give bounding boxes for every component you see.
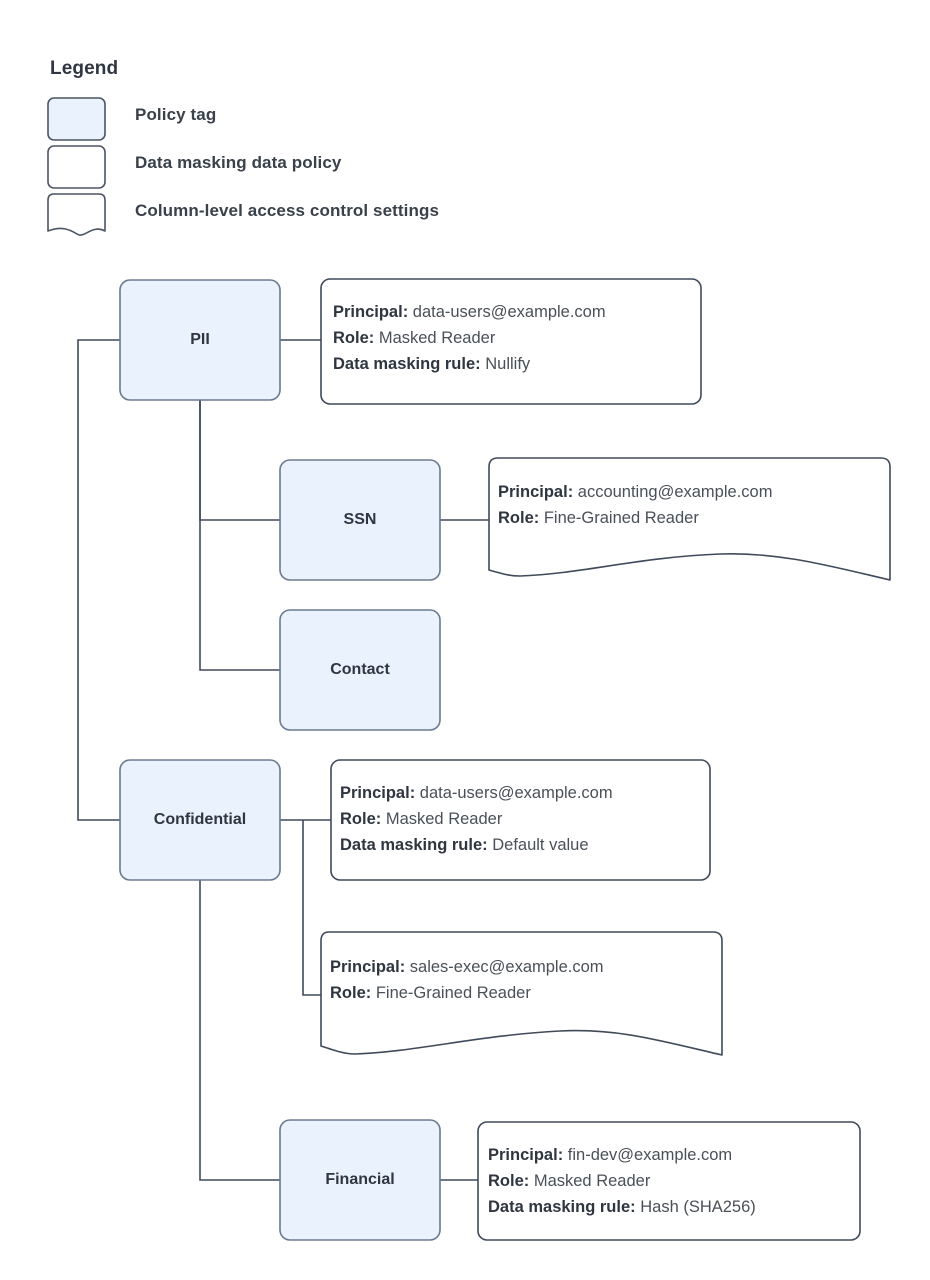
callout-line-value: Nullify — [480, 355, 531, 373]
callout-line: Role: Masked Reader — [488, 1168, 756, 1194]
node-label-ssn: SSN — [343, 511, 377, 528]
connector-trunk-pii-confidential — [77, 339, 120, 821]
callout-line-value: Hash (SHA256) — [635, 1198, 756, 1216]
callout-line-key: Data masking rule: — [488, 1198, 636, 1216]
callout-line-value: data-users@example.com — [415, 784, 613, 802]
callout-line: Principal: data-users@example.com — [333, 299, 606, 325]
callout-line-key: Data masking rule: — [340, 836, 488, 854]
callout-line: Role: Fine-Grained Reader — [498, 505, 772, 531]
legend-swatch-policy-tag — [47, 97, 106, 141]
node-label-pii: PII — [190, 331, 210, 348]
callout-line: Data masking rule: Hash (SHA256) — [488, 1194, 756, 1220]
callout-line-key: Principal: — [498, 483, 574, 501]
node-confidential[interactable] — [119, 759, 281, 881]
legend-swatch-data-masking-data-policy — [47, 145, 106, 189]
callout-line-value: Fine-Grained Reader — [371, 984, 531, 1002]
callout-line-value: accounting@example.com — [573, 483, 773, 501]
callout-line: Data masking rule: Default value — [340, 832, 613, 858]
callout-line-key: Principal: — [488, 1146, 564, 1164]
node-pii[interactable] — [119, 279, 281, 401]
callout-line: Principal: accounting@example.com — [498, 479, 772, 505]
callout-financial[interactable] — [477, 1121, 861, 1241]
callout-confidential[interactable] — [330, 759, 711, 881]
connector-pii-to-contact — [199, 400, 280, 671]
callout-line-value: fin-dev@example.com — [563, 1146, 733, 1164]
callout-line-key: Role: — [333, 329, 375, 347]
node-contact[interactable] — [279, 609, 441, 731]
node-label-confidential: Confidential — [153, 811, 247, 828]
callout-line: Role: Fine-Grained Reader — [330, 980, 604, 1006]
callout-line-value: Default value — [487, 836, 589, 854]
callout-line-value: sales-exec@example.com — [405, 958, 604, 976]
callout-line: Principal: data-users@example.com — [340, 780, 613, 806]
node-label-financial: Financial — [325, 1171, 395, 1188]
legend-label-data-masking-data-policy: Data masking data policy — [135, 153, 342, 172]
callout-line-key: Principal: — [340, 784, 416, 802]
callout-line-key: Role: — [340, 810, 382, 828]
callout-line-key: Role: — [498, 509, 540, 527]
callout-line: Principal: fin-dev@example.com — [488, 1142, 756, 1168]
connector-confidential-to-acl-callout — [302, 820, 321, 996]
node-financial[interactable] — [279, 1119, 441, 1241]
callout-line-value: Masked Reader — [529, 1172, 651, 1190]
connector-confidential-to-financial — [199, 880, 280, 1181]
callout-line-value: data-users@example.com — [408, 303, 606, 321]
callout-confidential-acl[interactable] — [320, 931, 723, 1056]
callout-line: Role: Masked Reader — [340, 806, 613, 832]
callout-ssn[interactable] — [488, 457, 891, 581]
callout-pii[interactable] — [320, 278, 702, 405]
callout-line: Data masking rule: Nullify — [333, 351, 606, 377]
callout-line: Role: Masked Reader — [333, 325, 606, 351]
callout-line-key: Role: — [488, 1172, 530, 1190]
callout-line-key: Role: — [330, 984, 372, 1002]
legend-swatch-column-level-access-control-settings — [47, 193, 106, 236]
callout-line-value: Fine-Grained Reader — [539, 509, 699, 527]
callout-line-value: Masked Reader — [374, 329, 496, 347]
callout-line-key: Data masking rule: — [333, 355, 481, 373]
callout-line-key: Principal: — [330, 958, 406, 976]
legend-label-column-level-access-control-settings: Column-level access control settings — [135, 201, 440, 220]
node-label-contact: Contact — [330, 661, 390, 678]
legend-label-policy-tag: Policy tag — [135, 105, 217, 124]
node-ssn[interactable] — [279, 459, 441, 581]
legend-title: Legend — [50, 58, 119, 79]
callout-line-value: Masked Reader — [381, 810, 503, 828]
callout-line: Principal: sales-exec@example.com — [330, 954, 604, 980]
connector-pii-to-ssn — [199, 400, 280, 521]
callout-line-key: Principal: — [333, 303, 409, 321]
